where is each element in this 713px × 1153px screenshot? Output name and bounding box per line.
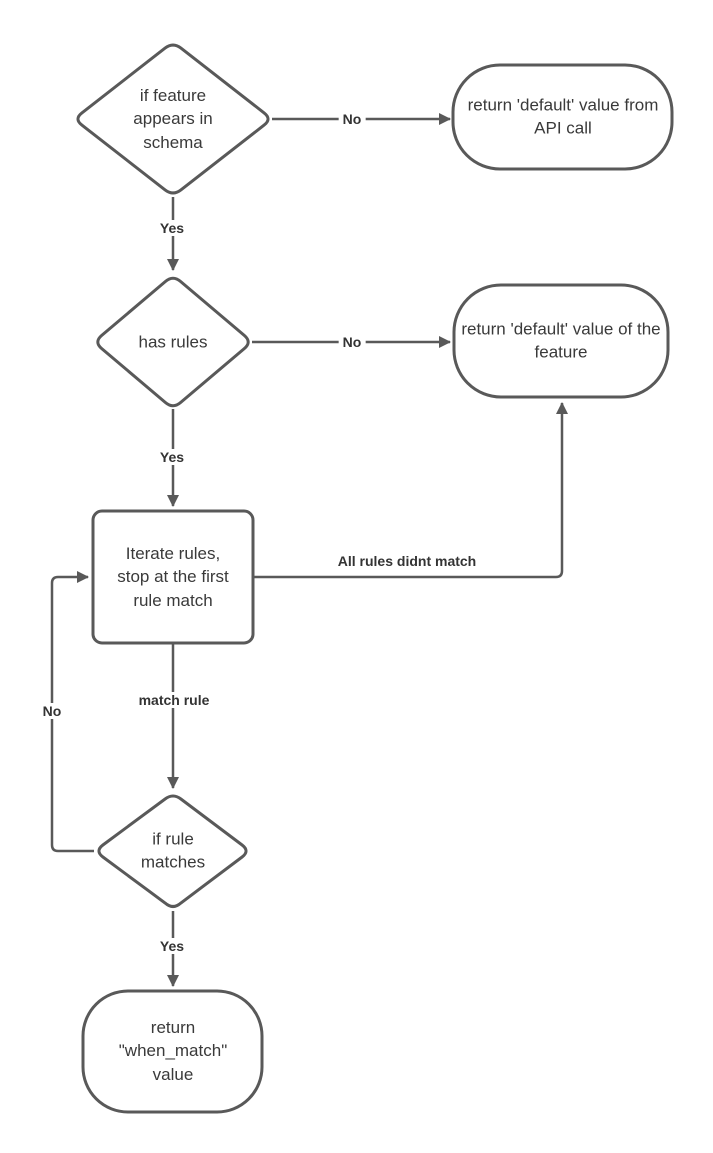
edge-label-rule-no: No xyxy=(38,703,66,719)
edge-label-feature-yes: Yes xyxy=(155,220,189,236)
process-iterate-rules-shape xyxy=(91,509,255,645)
process-iterate-rules-label: Iterate rules, stop at the first rule ma… xyxy=(117,543,229,610)
decision-rule-matches-shape xyxy=(97,794,248,908)
terminator-return-when-match-label: return "when_match" value xyxy=(118,1017,228,1084)
edge-label-all-rules-didnt-match: All rules didnt match xyxy=(333,553,481,569)
edge-label-rule-yes: Yes xyxy=(155,938,189,954)
terminator-return-default-feature-label: return 'default' value of the feature xyxy=(461,319,661,362)
decision-feature-in-schema-label: if feature appears in schema xyxy=(133,85,213,152)
terminator-return-default-feature-shape xyxy=(452,283,670,399)
terminator-return-default-api-shape xyxy=(451,63,674,171)
edge-all-rules-didnt-match xyxy=(254,402,568,579)
edge-label-match-rule: match rule xyxy=(134,692,214,708)
edge-label-rules-yes: Yes xyxy=(155,449,189,465)
decision-has-rules-shape xyxy=(96,276,250,408)
terminator-return-when-match-shape xyxy=(81,989,264,1114)
terminator-return-default-api-label: return 'default' value from API call xyxy=(467,95,659,138)
edge-label-rules-no: No xyxy=(338,334,366,350)
decision-rule-matches-label: if rule matches xyxy=(140,829,206,872)
edge-label-feature-no: No xyxy=(338,111,366,127)
decision-has-rules-label: has rules xyxy=(138,332,208,352)
decision-feature-in-schema-shape xyxy=(76,43,270,195)
